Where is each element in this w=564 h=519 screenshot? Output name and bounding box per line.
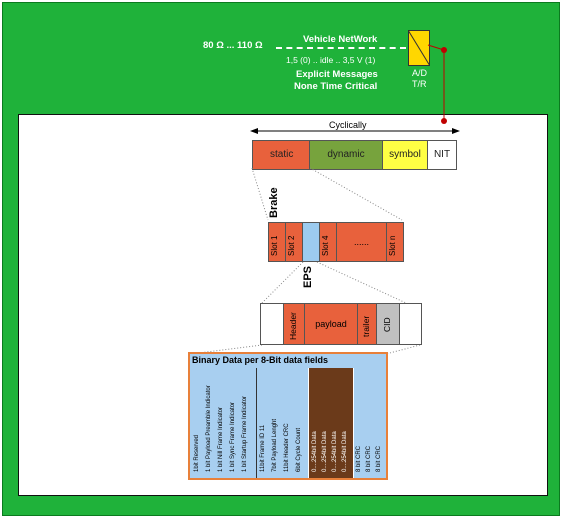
field-data-3: 0....254bit Data xyxy=(332,431,338,472)
segment-dynamic: dynamic xyxy=(310,141,383,169)
binary-divider-1 xyxy=(256,368,257,478)
slot-n: Slot n xyxy=(388,235,397,256)
field-crc-3: 8 bit CRC xyxy=(376,445,382,472)
eps-label: EPS xyxy=(302,265,314,288)
vehicle-network-title: Vehicle NetWork xyxy=(303,34,378,45)
frame-trailer: trailer xyxy=(358,304,377,344)
ad-label: A/D xyxy=(412,68,428,78)
segment-symbol: symbol xyxy=(383,141,428,169)
field-payload-length: 7bit Payload Lenght xyxy=(272,418,278,472)
bus-line xyxy=(276,47,406,49)
transceiver-diagonal xyxy=(408,30,430,66)
binary-data-box: Binary Data per 8-Bit data fields 1bit R… xyxy=(188,352,388,480)
voltage-label: 1,5 (0) .. idle .. 3,5 V (1) xyxy=(286,55,376,65)
frame-header: Header xyxy=(284,304,305,344)
resistance-label: 80 Ω ... 110 Ω xyxy=(203,40,263,51)
field-data-4: 0....254bit Data xyxy=(342,431,348,472)
field-sync-frame: 1 bit Sync Frame Indicator xyxy=(230,401,236,472)
field-crc-1: 8 bit CRC xyxy=(356,445,362,472)
frame-pad-left xyxy=(261,304,284,344)
field-data-1: 0....254bit Data xyxy=(312,431,318,472)
cyclically-label: Cyclically xyxy=(327,120,369,130)
field-cycle-count: 6bit Cycle Count xyxy=(296,427,302,472)
frame-payload: payload xyxy=(305,304,358,344)
slot-4: Slot 4 xyxy=(320,223,337,261)
field-nill-frame: 1 bit Nill Frame Indicator xyxy=(218,406,224,472)
field-data-2: 0....254bit Data xyxy=(322,431,328,472)
field-payload-preamble: 1 bit Payload Preamble Indicator xyxy=(206,385,212,472)
slot-bar: Slot 1 Slot 2 Slot 4 ...... Slot n xyxy=(268,222,404,262)
binary-data-block xyxy=(308,368,354,478)
segment-nit: NIT xyxy=(428,141,456,169)
field-header-crc: 11bit Header CRC xyxy=(284,423,290,472)
brake-label: Brake xyxy=(268,187,280,218)
slot-eps xyxy=(303,223,320,261)
cycle-bar: static dynamic symbol NIT xyxy=(252,140,457,170)
slot-dots: ...... xyxy=(337,223,387,261)
frame-bar: Header payload trailer CID xyxy=(260,303,422,345)
tr-label: T/R xyxy=(412,79,427,89)
field-frame-id: 11bit Frame ID 11 xyxy=(260,424,266,472)
slot-1: Slot 1 xyxy=(269,223,286,261)
field-crc-2: 8 bit CRC xyxy=(366,445,372,472)
binary-data-title: Binary Data per 8-Bit data fields xyxy=(192,355,329,365)
field-startup-frame: 1 bit Startup Frame Indicator xyxy=(242,395,248,472)
frame-pad-right xyxy=(400,304,421,344)
cyclically-arrow xyxy=(250,128,460,134)
messages-line-1: Explicit Messages xyxy=(296,69,378,80)
field-reserved: 1bit Reserved xyxy=(194,434,200,472)
messages-line-2: None Time Critical xyxy=(294,81,378,92)
slot-2: Slot 2 xyxy=(286,223,303,261)
frame-cid: CID xyxy=(377,304,400,344)
segment-static: static xyxy=(253,141,310,169)
